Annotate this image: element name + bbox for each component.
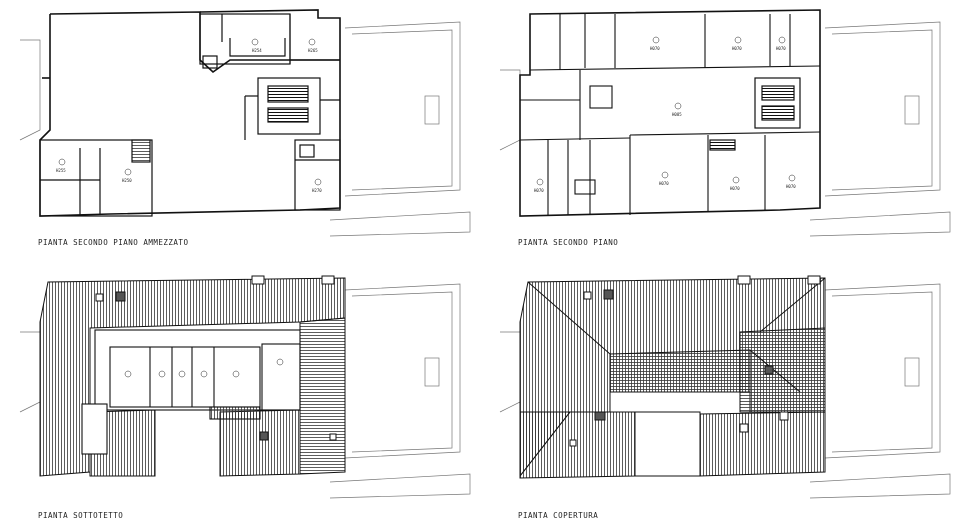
roof-surfaces — [519, 277, 826, 479]
interior-walls — [519, 14, 821, 215]
plan-caption: PIANTA SECONDO PIANO AMMEZZATO — [38, 238, 189, 247]
neighbour-outline — [19, 21, 471, 237]
plan-copertura — [499, 275, 951, 499]
stair-core — [244, 77, 340, 140]
plan-caption: PIANTA COPERTURA — [518, 511, 599, 520]
chimneys — [95, 275, 337, 441]
svg-text:H270: H270 — [312, 188, 322, 193]
roof-slopes — [39, 277, 346, 477]
svg-text:H070: H070 — [786, 184, 796, 189]
svg-text:H265: H265 — [308, 48, 318, 53]
plan-caption: PIANTA SOTTOTETTO — [38, 511, 124, 520]
svg-text:H085: H085 — [672, 112, 682, 117]
room-labels: H070 H070 H070 H085 H070 H070 H070 H070 — [534, 36, 796, 193]
svg-text:H070: H070 — [732, 46, 742, 51]
svg-text:H070: H070 — [776, 46, 786, 51]
plan-caption: PIANTA SECONDO PIANO — [518, 238, 619, 247]
room-labels — [124, 358, 284, 378]
plan-secondo-piano: H070 H070 H070 H085 H070 H070 H070 H070 — [499, 9, 951, 237]
plan-sottotetto — [19, 275, 471, 499]
room-labels: H254 H265 H255 H250 H270 — [56, 38, 322, 193]
svg-text:H250: H250 — [122, 178, 132, 183]
svg-text:H070: H070 — [730, 186, 740, 191]
lower-left-rooms — [39, 139, 153, 217]
upper-rooms — [199, 13, 340, 69]
chimneys — [569, 275, 821, 447]
plan-secondo-piano-ammezzato: H254 H265 H255 H250 H270 — [19, 9, 471, 237]
building-outline — [519, 9, 821, 217]
stair-core — [709, 77, 801, 151]
lower-right-rooms — [294, 139, 341, 211]
svg-text:H255: H255 — [56, 168, 66, 173]
svg-text:H070: H070 — [659, 181, 669, 186]
svg-text:H070: H070 — [534, 188, 544, 193]
svg-text:H070: H070 — [650, 46, 660, 51]
svg-text:H254: H254 — [252, 48, 262, 53]
attic-rooms — [81, 329, 301, 455]
neighbour-outline — [19, 283, 471, 499]
